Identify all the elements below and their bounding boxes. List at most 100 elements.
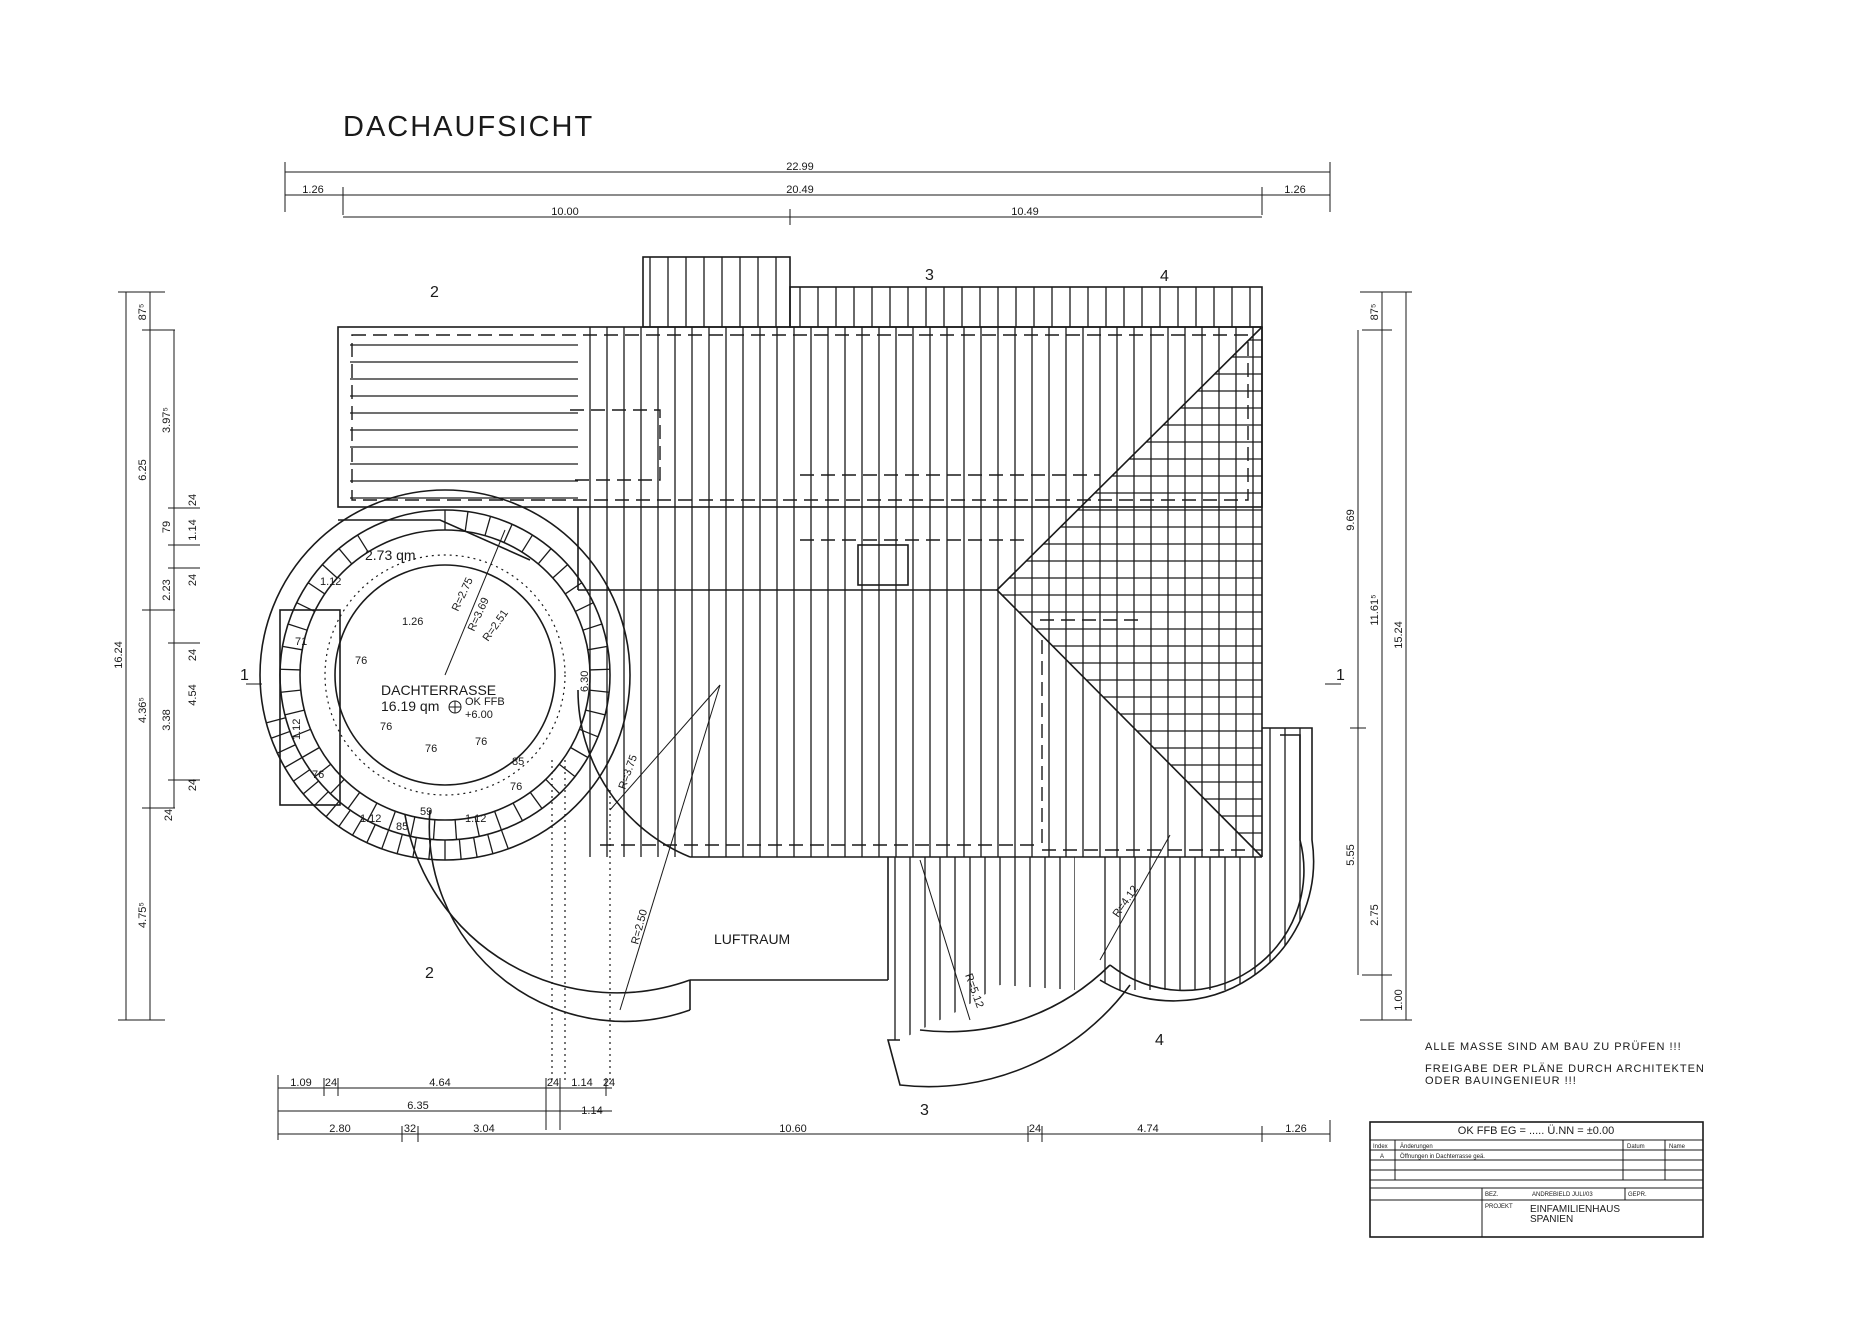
dim-right-inner-2: 5.55 xyxy=(1345,844,1357,865)
small-area-label: 2.73 qm xyxy=(365,547,416,563)
stair-tick xyxy=(412,837,417,858)
plan-dim-13: 76 xyxy=(380,721,392,733)
dim-bottom-row1-4: 24 xyxy=(547,1077,559,1089)
dim-bottom-row1-3: 4.64 xyxy=(429,1077,450,1089)
tb-drawn-value: ANDREBIELD JULI/03 xyxy=(1532,1192,1593,1198)
dim-left-inner-11: 24 xyxy=(187,649,199,661)
stair-tick xyxy=(284,756,303,769)
dim-left-inner-4: 2.23 xyxy=(161,579,173,600)
stair-tick xyxy=(313,791,329,807)
dim-left-inner-5: 4.54 xyxy=(187,684,199,705)
stair-tick xyxy=(589,689,610,693)
stair-tick xyxy=(293,769,311,782)
tb-project-label: PROJEKT xyxy=(1485,1204,1513,1210)
stair-tick xyxy=(314,763,332,778)
terrace-area-label: 16.19 qm xyxy=(381,698,439,714)
dim-bottom-row1-6: 24 xyxy=(603,1077,615,1089)
dim-bottom-row3-2: 32 xyxy=(404,1123,416,1135)
plan-dim-2: R=2.75 xyxy=(450,576,476,614)
dim-left-inner-9: 24 xyxy=(187,779,199,791)
drawing-title: DACHAUFSICHT xyxy=(343,111,594,143)
stair-tick xyxy=(280,668,301,671)
stair-tick xyxy=(410,816,416,837)
stair-tick xyxy=(484,516,492,536)
dim-bottom-row1-2: 24 xyxy=(325,1077,337,1089)
dim-bottom-row2-1: 6.35 xyxy=(407,1100,428,1112)
bottom-dimension-chains: 1.09 24 4.64 24 1.14 24 6.35 1.14 2.80 3… xyxy=(277,1075,1331,1142)
stair-tick xyxy=(366,802,378,821)
dim-left-inner-6: 3.38 xyxy=(161,709,173,730)
dim-left-mid-4: 4.75⁵ xyxy=(137,902,149,928)
void-area xyxy=(640,865,885,975)
dim-left-mid-3: 4.36⁵ xyxy=(137,697,149,723)
stair-tick xyxy=(366,824,376,843)
stair-tick xyxy=(282,645,303,651)
tb-header-index: Index xyxy=(1373,1144,1388,1150)
stair-tick xyxy=(570,746,589,759)
stair-tick xyxy=(512,802,524,821)
tb-header-date: Datum xyxy=(1627,1144,1645,1150)
stair-tick xyxy=(454,819,458,840)
section-markers: 1 1 2 2 3 3 4 4 xyxy=(240,267,1345,1119)
stair-tick xyxy=(493,811,503,831)
plan-dim-8: R=5.12 xyxy=(962,972,986,1010)
dim-right-mid-4: 1.00 xyxy=(1393,989,1405,1010)
tb-project-name-1: EINFAMILIENHAUS xyxy=(1530,1204,1620,1215)
plan-dim-14: 76 xyxy=(510,781,522,793)
tb-project-name-2: SPANIEN xyxy=(1530,1214,1573,1225)
dim-bottom-row3-6: 4.74 xyxy=(1137,1123,1158,1135)
stair-tick xyxy=(464,511,469,532)
stair-tick xyxy=(521,534,533,553)
stair-tick xyxy=(396,834,403,854)
stair-tick xyxy=(325,800,340,818)
stair-tick xyxy=(287,623,308,631)
plan-dim-10: 76 xyxy=(355,655,367,667)
plan-dim-15: 85 xyxy=(512,756,524,768)
dim-top-right-half: 10.49 xyxy=(1011,206,1039,218)
section-mark-1-left: 1 xyxy=(240,667,249,684)
tb-change-text: Öffnungen in Dachterrasse geä. xyxy=(1400,1153,1485,1160)
stair-tick xyxy=(458,839,462,860)
stair-tick xyxy=(564,582,583,595)
note-release-1: FREIGABE DER PLÄNE DURCH ARCHITEKTEN xyxy=(1425,1063,1705,1075)
plan-dim-23: 76 xyxy=(312,769,324,781)
stair-tick xyxy=(552,564,569,579)
stair-tick xyxy=(301,746,320,759)
tb-header-name: Name xyxy=(1669,1144,1686,1150)
stair-tick xyxy=(387,811,397,831)
stair-tick xyxy=(487,834,494,854)
void-label: LUFTRAUM xyxy=(714,931,790,947)
roof-rafters-top-strip xyxy=(350,257,1251,499)
dim-right-mid-2: 11.61⁵ xyxy=(1369,594,1381,625)
note-release-2: ODER BAUINGENIEUR !!! xyxy=(1425,1075,1577,1087)
stair-tick xyxy=(474,816,480,837)
stair-tick xyxy=(338,548,353,565)
stair-tick xyxy=(280,689,301,693)
dim-left-inner-10: 24 xyxy=(163,809,175,821)
title-block-level-row: OK FFB EG = ..... Ü.NN = ±0.00 xyxy=(1458,1125,1614,1137)
dim-left-mid-1: 87⁵ xyxy=(137,304,149,321)
roof-rafters-main xyxy=(589,327,1254,857)
eave-dashed-lines xyxy=(351,334,1250,851)
plan-dim-12: 76 xyxy=(475,736,487,748)
terrace-stair-ticks xyxy=(266,510,610,860)
stair-tick xyxy=(338,809,351,827)
stair-tick xyxy=(587,645,608,651)
stair-tick xyxy=(381,829,390,850)
note-check: ALLE MASSE SIND AM BAU ZU PRÜFEN !!! xyxy=(1425,1041,1682,1053)
tb-checked-label: GEPR. xyxy=(1628,1192,1647,1198)
dim-top-left-overhang: 1.26 xyxy=(302,184,323,196)
right-dimension-chains: 15.24 87⁵ 11.61⁵ 2.75 1.00 9.69 5.55 xyxy=(1345,291,1412,1021)
plan-dim-16: 85 xyxy=(396,821,408,833)
stair-tick xyxy=(266,717,286,724)
dim-left-inner-2: 79 xyxy=(161,521,173,533)
stair-tick xyxy=(277,744,296,754)
curved-balcony xyxy=(404,689,888,1023)
tb-change-index: A xyxy=(1380,1154,1384,1160)
dim-overall-width: 22.99 xyxy=(786,161,814,173)
stair-tick xyxy=(575,602,594,613)
roof-rafters-hip xyxy=(997,339,1262,851)
section-mark-3-bottom: 3 xyxy=(920,1102,929,1119)
tb-drawn-label: BEZ. xyxy=(1485,1192,1499,1198)
plan-dim-19: 1.12 xyxy=(291,719,303,740)
